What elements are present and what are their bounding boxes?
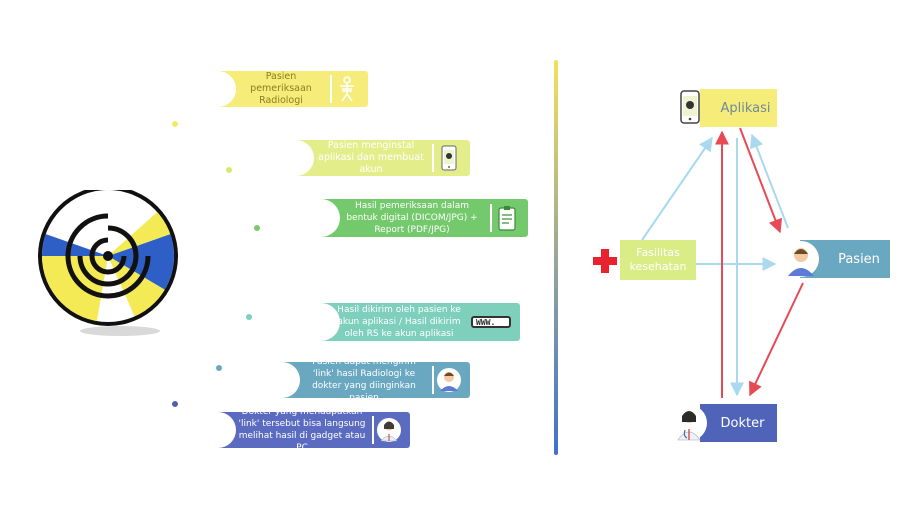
node-dokter-label: Dokter: [720, 415, 765, 431]
patient-avatar-icon: [432, 366, 464, 394]
www-icon: WWW.: [468, 308, 514, 336]
step-3: 3 Hasil pemeriksaan dalam bentuk digital…: [302, 198, 528, 238]
step-2: 2 Pasien menginstal aplikasi dan membuat…: [278, 139, 470, 177]
section-divider: [554, 60, 558, 455]
step-text: Pasien dapat mengirim 'link' hasil Radio…: [312, 357, 416, 403]
patient-avatar-icon: [782, 240, 820, 282]
step-text: Hasil pemeriksaan dalam bentuk digital (…: [346, 201, 478, 235]
step-6: 6 Dokter yang mendapatkan 'link' tersebu…: [200, 407, 410, 453]
node-fasilitas-label: Fasilitas kesehatan: [629, 246, 687, 273]
phone-app-icon: [680, 90, 700, 128]
node-pasien-label: Pasien: [838, 251, 880, 267]
connector-dot: [254, 225, 260, 231]
doctor-avatar-icon: [372, 416, 404, 444]
node-aplikasi-label: Aplikasi: [720, 100, 771, 116]
arrow-fasilitas-to-aplikasi: [641, 136, 713, 241]
doctor-avatar-icon: [670, 404, 708, 446]
step-text: Hasil dikirim oleh pasien ke akun aplika…: [337, 305, 461, 339]
step-4: 4 Hasil dikirim oleh pasien ke akun apli…: [302, 302, 520, 342]
phone-app-icon: [432, 144, 464, 172]
node-aplikasi: Aplikasi: [700, 89, 777, 127]
connector-dot: [172, 121, 178, 127]
arrow-pasien-to-dokter: [749, 282, 804, 397]
connector-dot: [226, 167, 232, 173]
step-1: 1 Pasien pemeriksaan Radiologi: [200, 70, 368, 108]
www-label: WWW.: [476, 317, 496, 327]
step-text: Dokter yang mendapatkan 'link' tersebut …: [238, 407, 366, 453]
step-text: Pasien pemeriksaan Radiologi: [250, 71, 312, 106]
connector-dot: [246, 314, 252, 320]
node-fasilitas-kesehatan: Fasilitas kesehatan: [620, 240, 696, 280]
skeleton-icon: [330, 75, 362, 103]
clipboard-report-icon: [490, 204, 522, 232]
step-5: 5 Pasien dapat mengirim 'link' hasil Rad…: [264, 357, 470, 403]
connector-dot: [216, 365, 222, 371]
red-cross-icon: [592, 248, 618, 278]
arrow-aplikasi-to-pasien: [739, 127, 783, 234]
connector-dot: [172, 401, 178, 407]
arrow-pasien-to-aplikasi: [750, 133, 789, 229]
node-dokter: Dokter: [700, 404, 777, 442]
step-text: Pasien menginstal aplikasi dan membuat a…: [318, 140, 424, 175]
radiology-logo-icon: [34, 186, 182, 338]
